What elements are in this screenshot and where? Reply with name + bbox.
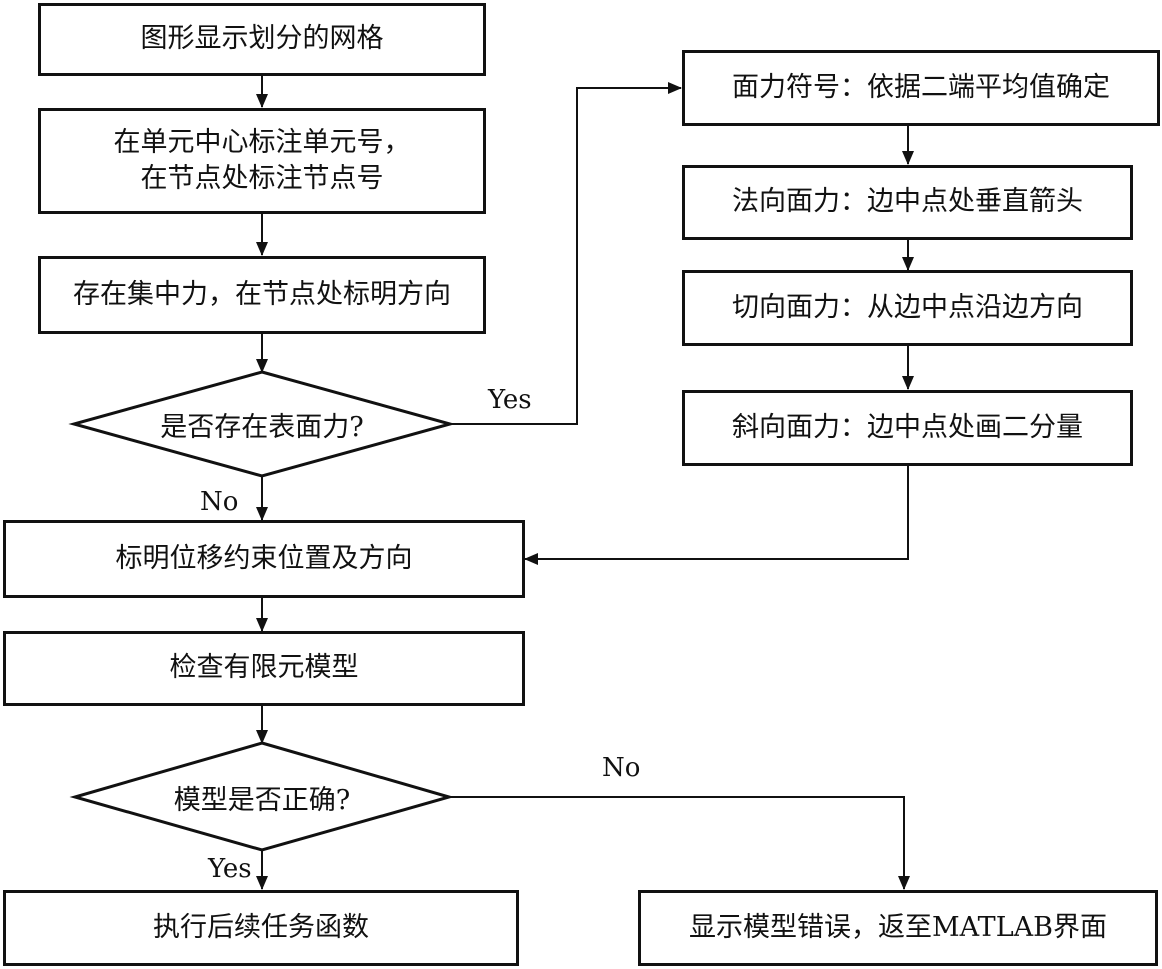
model-no-label: No — [602, 753, 641, 783]
concentrated-force-box: 存在集中力，在节点处标明方向 — [38, 256, 486, 334]
normal-force-box: 法向面力：边中点处垂直箭头 — [682, 165, 1133, 240]
surface-force-decision-diamond — [68, 370, 456, 478]
label-units-line2: 在节点处标注节点号 — [140, 163, 384, 194]
constraints-box: 标明位移约束位置及方向 — [3, 520, 525, 598]
surface-no-label: No — [200, 487, 239, 517]
oblique-force-box: 斜向面力：边中点处画二分量 — [682, 390, 1133, 466]
check-model-box: 检查有限元模型 — [3, 631, 525, 706]
surface-force-question: 是否存在表面力? — [160, 411, 364, 443]
continue-tasks-box: 执行后续任务函数 — [3, 890, 519, 966]
arrow-oblique-to-constraints — [524, 466, 909, 565]
show-error-box: 显示模型错误，返至MATLAB界面 — [638, 890, 1158, 966]
tangent-force-box: 切向面力：从边中点沿边方向 — [682, 270, 1133, 346]
surface-symbol-box: 面力符号：依据二端平均值确定 — [682, 50, 1160, 126]
arrow-model-no — [449, 796, 910, 890]
model-correct-decision-diamond — [69, 741, 455, 852]
model-yes-label: Yes — [208, 854, 252, 884]
label-units-line1: 在单元中心标注单元号， — [113, 126, 411, 158]
arrow-surface-yes — [450, 82, 682, 425]
grid-display-box: 图形显示划分的网格 — [38, 3, 486, 76]
label-units-nodes-box: 在单元中心标注单元号， 在节点处标注节点号 — [38, 108, 486, 214]
model-correct-question: 模型是否正确? — [173, 784, 351, 816]
surface-yes-label: Yes — [488, 385, 532, 415]
